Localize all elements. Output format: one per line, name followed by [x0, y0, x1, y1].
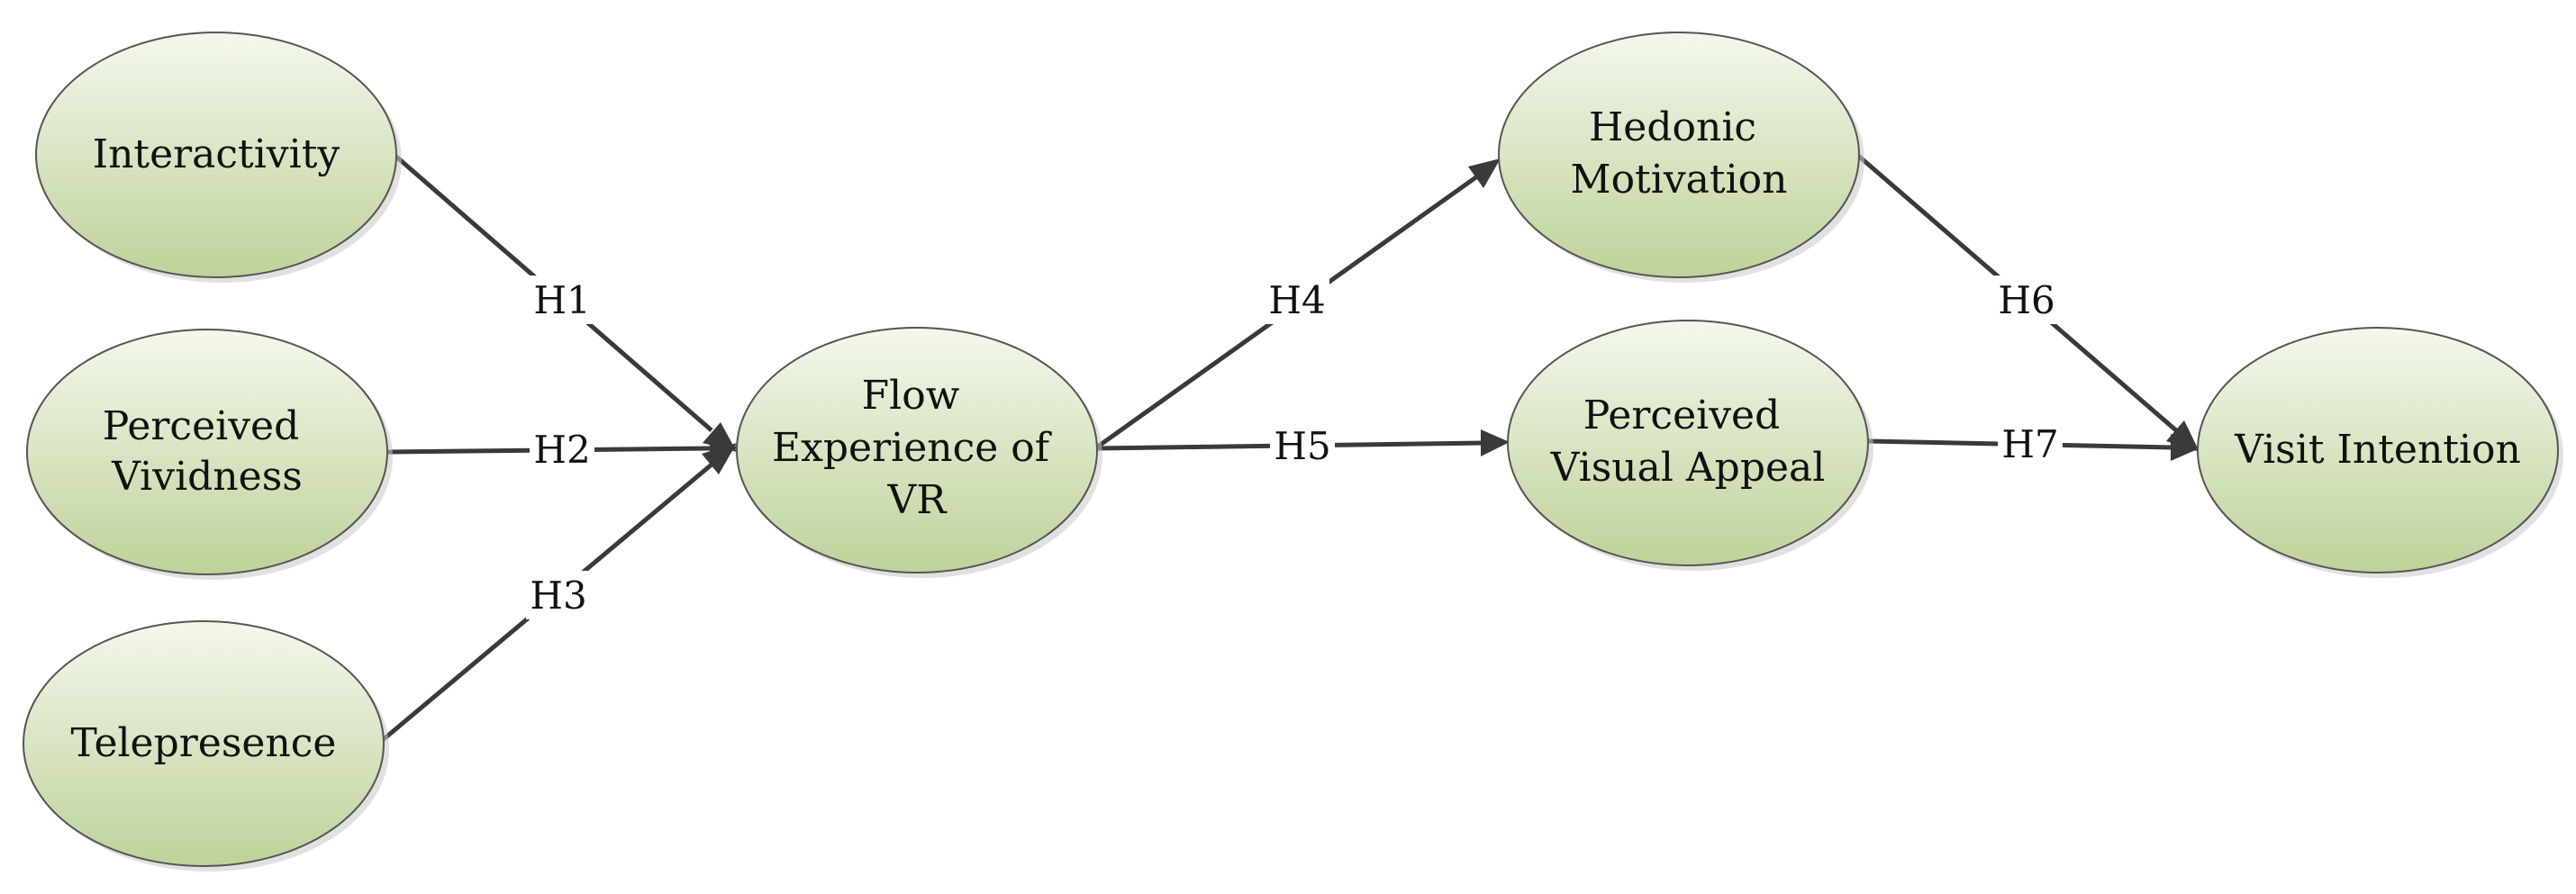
- edge-h1: H1: [395, 155, 737, 452]
- node-perceived-vividness-label: Perceived Vividness: [103, 403, 313, 500]
- node-hedonic-motivation-shape: [1498, 32, 1860, 278]
- node-telepresence-shape: [23, 620, 385, 867]
- edge-h7-label: H7: [2001, 422, 2058, 466]
- edge-h6: H6: [1855, 153, 2200, 452]
- edge-h3-label: H3: [530, 573, 586, 618]
- nodes: Interactivity Perceived Vividness Telepr…: [23, 32, 2563, 871]
- node-interactivity: Interactivity: [35, 32, 402, 283]
- edge-h3: H3: [376, 443, 737, 745]
- node-perceived-visual-appeal-shape: [1507, 320, 1869, 566]
- edge-h3-arrowhead: [702, 443, 737, 474]
- edge-h4: H4: [1093, 158, 1501, 451]
- node-perceived-vividness-shape: [26, 329, 388, 575]
- edge-h1-label: H1: [533, 278, 590, 322]
- node-hedonic-motivation-label: Hedonic Motivation: [1571, 104, 1788, 203]
- edge-h7-arrowhead: [2171, 434, 2200, 461]
- node-telepresence-label: Telepresence: [71, 720, 337, 766]
- edge-h2-label: H2: [533, 428, 590, 472]
- node-flow-experience-label: Flow Experience of VR: [772, 373, 1062, 523]
- edge-h2: H2: [386, 425, 739, 474]
- node-perceived-visual-appeal: Perceived Visual Appeal: [1507, 320, 1873, 571]
- node-visit-intention: Visit Intention: [2197, 327, 2563, 578]
- edge-h4-label: H4: [1268, 278, 1325, 322]
- node-perceived-vividness: Perceived Vividness: [26, 329, 393, 580]
- node-interactivity-shape: [35, 32, 397, 278]
- edge-h5-label: H5: [1274, 424, 1330, 468]
- edge-h5-arrowhead: [1481, 429, 1510, 456]
- edges: H1 H2 H3 H4 H5: [376, 153, 2200, 745]
- edge-h5: H5: [1094, 421, 1510, 470]
- node-interactivity-label: Interactivity: [93, 131, 340, 177]
- node-visit-intention-label: Visit Intention: [2234, 427, 2521, 473]
- edge-h4-arrowhead: [1468, 158, 1501, 188]
- edge-h6-label: H6: [1998, 278, 2054, 322]
- node-perceived-visual-appeal-label: Perceived Visual Appeal: [1550, 393, 1826, 491]
- node-flow-experience-shape: [736, 327, 1098, 573]
- edge-h7: H7: [1867, 420, 2200, 468]
- node-visit-intention-shape: [2197, 327, 2559, 573]
- node-telepresence: Telepresence: [23, 620, 389, 871]
- node-hedonic-motivation: Hedonic Motivation: [1498, 32, 1864, 283]
- edge-h6-arrowhead: [2166, 420, 2200, 452]
- node-flow-experience: Flow Experience of VR: [736, 327, 1102, 578]
